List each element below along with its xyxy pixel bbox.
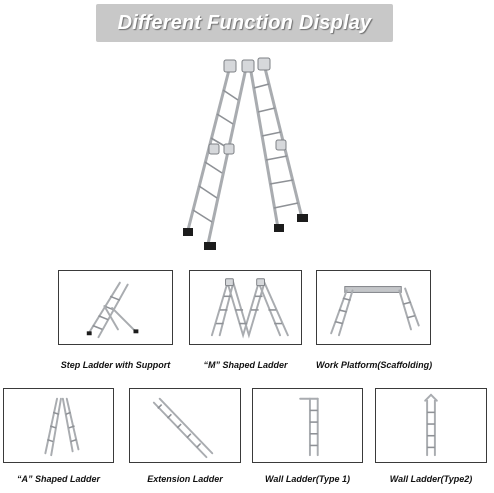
card-a-shaped-ladder [3,388,114,463]
caption-m-shaped-ladder: “M” Shaped Ladder [203,360,288,370]
card-wall-ladder-type2 [375,388,487,463]
folding-ladder-a-frame-icon [180,48,314,258]
card-wall-ladder-type1 [252,388,363,463]
caption-step-ladder-support: Step Ladder with Support [60,360,171,370]
wall-ladder-type1-icon [299,397,319,457]
extension-ladder-icon [152,397,214,459]
step-ladder-support-icon [86,281,139,339]
a-shaped-ladder-icon [44,397,80,457]
card-step-ladder-support [58,270,173,345]
card-extension-ladder [129,388,241,463]
card-m-shaped-ladder [189,270,302,345]
m-shaped-ladder-icon [210,278,289,339]
title-banner: Different Function Display [96,4,393,42]
wall-ladder-type2-icon [424,393,438,457]
banner-title: Different Function Display [117,11,372,34]
card-work-platform [316,270,431,345]
work-platform-icon [330,286,420,337]
caption-wall-ladder-type1: Wall Ladder(Type 1) [264,474,351,484]
caption-extension-ladder: Extension Ladder [147,474,223,484]
caption-a-shaped-ladder: “A” Shaped Ladder [16,474,100,484]
caption-wall-ladder-type2: Wall Ladder(Type2) [389,474,473,484]
caption-work-platform: Work Platform(Scaffolding) [316,360,433,370]
